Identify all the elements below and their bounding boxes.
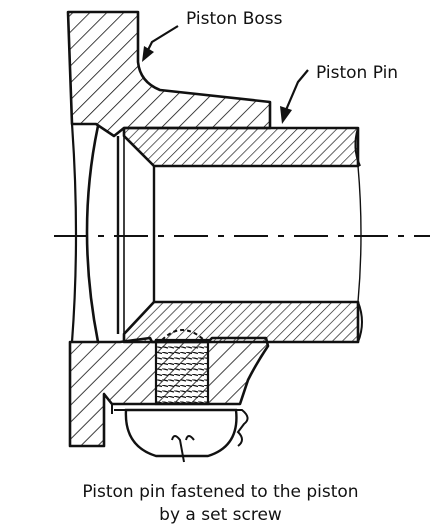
set-screw-head bbox=[124, 408, 238, 458]
set-screw-slot bbox=[171, 435, 195, 463]
piston-boss-arrowhead bbox=[142, 46, 154, 62]
pin-break-line-inner bbox=[357, 165, 362, 303]
caption-line-1: Piston pin fastened to the piston bbox=[82, 482, 359, 502]
piston-boss-label: Piston Boss bbox=[186, 9, 283, 29]
boss-bore-wall bbox=[85, 125, 100, 343]
piston-pin-label: Piston Pin bbox=[316, 63, 398, 83]
pin-break-line-bottom bbox=[357, 301, 363, 343]
piston-boss-leader bbox=[145, 25, 179, 55]
caption-line-2: by a set screw bbox=[159, 505, 282, 525]
pin-break-line-top bbox=[354, 127, 361, 167]
boss-bore-inner-edge bbox=[70, 123, 78, 343]
set-screw-threads bbox=[154, 338, 210, 406]
piston-boss-upper bbox=[66, 10, 272, 138]
locking-wire bbox=[114, 409, 249, 447]
piston-pin-bottom-wall bbox=[122, 300, 360, 344]
piston-pin-leader bbox=[284, 69, 309, 111]
set-screw-tip bbox=[161, 329, 205, 341]
piston-pin-arrowhead bbox=[280, 106, 292, 124]
piston-pin-top-wall bbox=[122, 126, 360, 168]
